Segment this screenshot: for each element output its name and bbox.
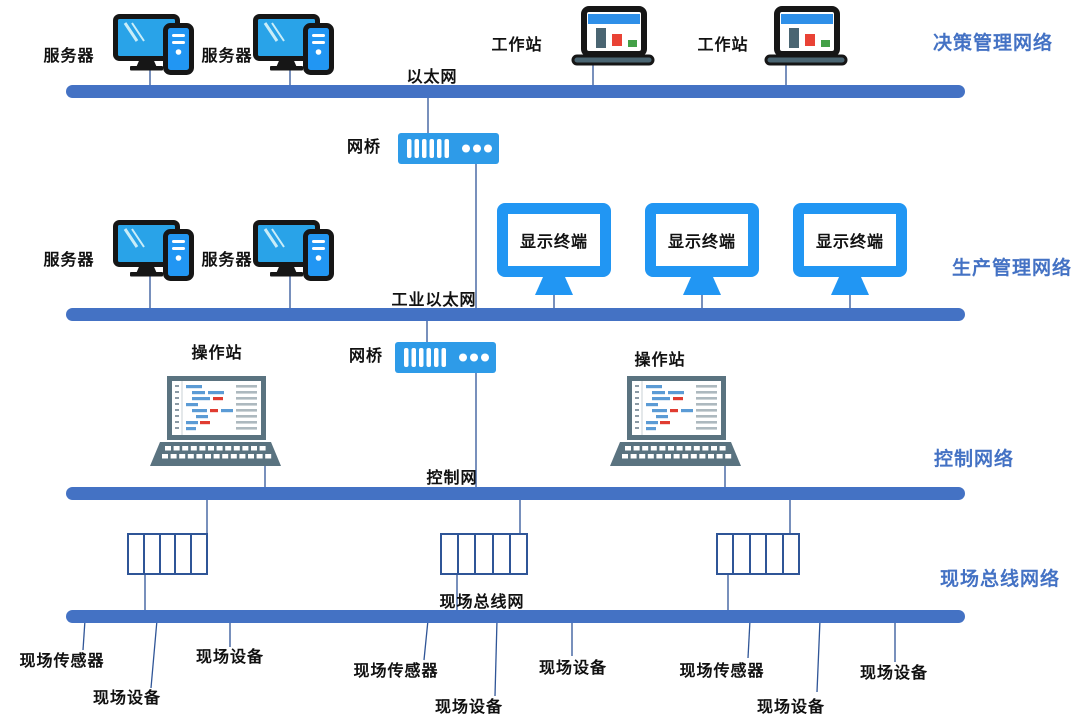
- server-label: 服务器: [43, 48, 95, 65]
- server-label: 服务器: [43, 252, 95, 269]
- field-sensor-label: 现场传感器: [353, 663, 439, 680]
- plc-module-icon: [440, 533, 528, 575]
- server-label: 服务器: [201, 252, 253, 269]
- control-net-bus-bar: [66, 487, 965, 500]
- field-device-label: 现场设备: [756, 699, 826, 716]
- bridge-icon: [395, 342, 496, 378]
- operator-station-icon: [608, 376, 743, 473]
- layer-label-decision: 决策管理网络: [932, 33, 1054, 54]
- workstation-icon: [764, 6, 848, 73]
- display-terminal-label: 显示终端: [815, 234, 884, 251]
- field-device-label: 现场设备: [538, 660, 608, 677]
- workstation-icon: [571, 6, 655, 73]
- operator-station-label: 操作站: [191, 345, 243, 362]
- plc-module-icon: [127, 533, 208, 575]
- ethernet-bus-bar: [66, 85, 965, 98]
- server-icon: [253, 220, 335, 287]
- field-device-label: 现场设备: [859, 665, 929, 682]
- industrial-ethernet-bus-bar: [66, 308, 965, 321]
- field-sensor-label: 现场传感器: [679, 663, 765, 680]
- operator-station-icon: [148, 376, 283, 473]
- bridge-label: 网桥: [346, 139, 382, 156]
- layer-label-control: 控制网络: [933, 449, 1015, 470]
- server-label: 服务器: [201, 48, 253, 65]
- control-net-label: 控制网: [426, 470, 478, 487]
- field-device-label: 现场设备: [92, 690, 162, 707]
- plc-module-icon: [716, 533, 800, 575]
- display-terminal-icon: 显示终端: [645, 203, 760, 295]
- server-icon: [113, 220, 195, 287]
- display-terminal-icon: 显示终端: [497, 203, 612, 295]
- ethernet-label: 以太网: [406, 69, 458, 86]
- layer-label-production: 生产管理网络: [951, 258, 1073, 279]
- display-terminal-label: 显示终端: [667, 234, 736, 251]
- industrial-ethernet-label: 工业以太网: [391, 292, 477, 309]
- workstation-label: 工作站: [491, 37, 543, 54]
- field-device-label: 现场设备: [434, 699, 504, 716]
- operator-station-label: 操作站: [634, 352, 686, 369]
- display-terminal-icon: 显示终端: [793, 203, 908, 295]
- fieldbus-net-bus-bar: [66, 610, 965, 623]
- fieldbus-net-label: 现场总线网: [439, 594, 525, 611]
- display-terminal-label: 显示终端: [519, 234, 588, 251]
- field-device-label: 现场设备: [195, 649, 265, 666]
- bridge-icon: [398, 133, 499, 169]
- layer-label-fieldbus: 现场总线网络: [939, 569, 1061, 590]
- bridge-label: 网桥: [348, 348, 384, 365]
- field-sensor-label: 现场传感器: [19, 653, 105, 670]
- server-icon: [113, 14, 195, 81]
- server-icon: [253, 14, 335, 81]
- workstation-label: 工作站: [697, 37, 749, 54]
